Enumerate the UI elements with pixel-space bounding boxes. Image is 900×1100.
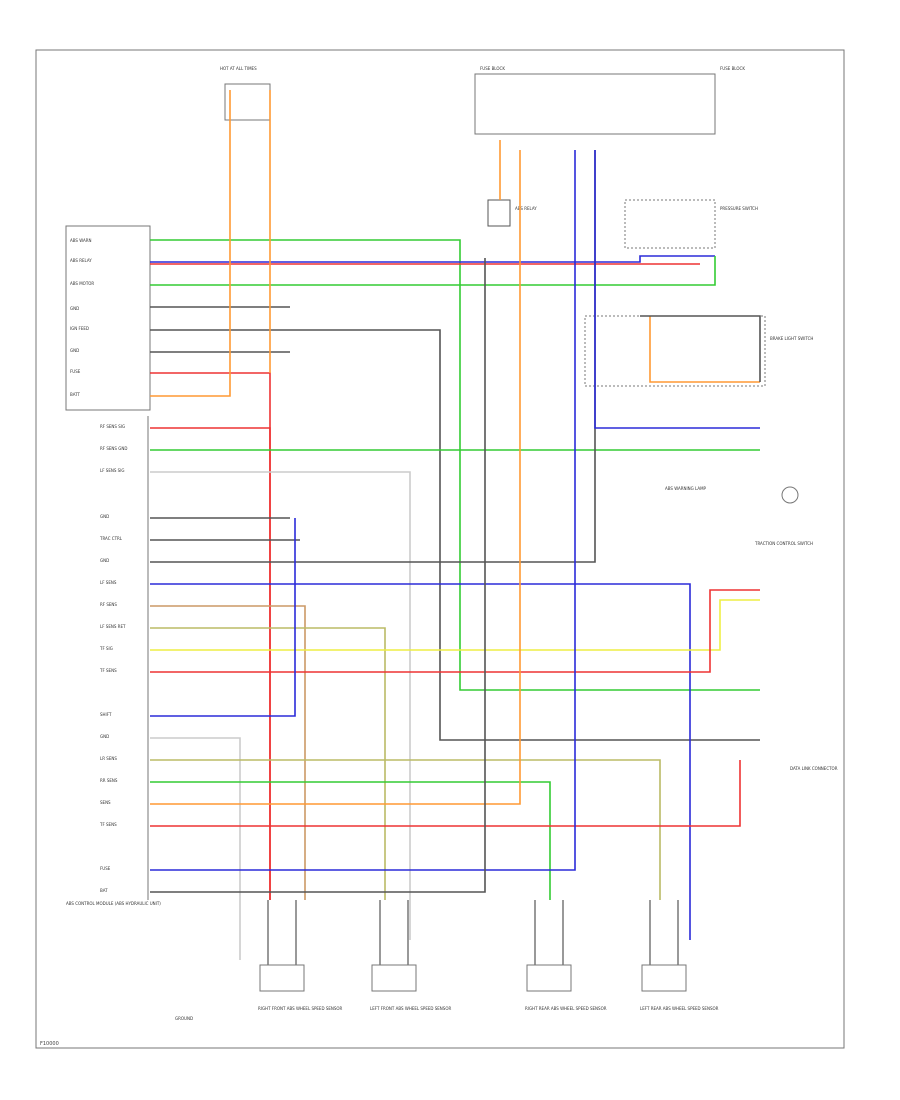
wire-yellow-tf-sig <box>150 599 760 651</box>
wire-orange-sens <box>150 150 521 805</box>
ecm-pin-label: FUSE <box>100 866 111 871</box>
ecm-pin-label: GND <box>100 734 109 739</box>
diagram-border <box>35 49 845 1049</box>
ecm-pin-label: SHIFT <box>100 712 112 717</box>
control-module-title: ABS CONTROL MODULE (ABS HYDRAULIC UNIT) <box>66 901 161 906</box>
fuse-block-top-box <box>474 73 716 135</box>
wire-red-tf-sens2 <box>150 760 741 827</box>
fuse-block-top-label: FUSE BLOCK <box>480 66 505 71</box>
wire-blue-fuse <box>150 150 576 871</box>
wire-red-tf-sens <box>150 589 760 673</box>
sensors-layer: RIGHT FRONT ABS WHEEL SPEED SENSOR LEFT F… <box>258 964 719 1011</box>
dlc-label: DATA LINK CONNECTOR <box>790 766 838 771</box>
ecm-pin-label: GND <box>70 306 79 311</box>
brake-switch-label: BRAKE LIGHT SWITCH <box>770 336 813 341</box>
wheel-speed-sensor-label: LEFT FRONT ABS WHEEL SPEED SENSOR <box>370 1006 451 1011</box>
ecm-pin-label: BATT <box>70 392 81 397</box>
ecm-pin-label: FUSE <box>70 369 81 374</box>
trac-ctrl-switch-label: TRACTION CONTROL SWITCH <box>754 541 813 546</box>
control-module-box <box>65 225 151 411</box>
ecm-pin-label: LR SENS <box>100 756 117 761</box>
wheel-speed-sensor <box>259 964 305 992</box>
wire-dark-ign <box>150 329 760 741</box>
ecm-pin-label: GND <box>100 558 109 563</box>
pressure-switch-label: PRESSURE SWITCH <box>720 206 758 211</box>
ecm-pin-label: GND <box>70 348 79 353</box>
ecm-pin-label: ABS RELAY <box>70 258 92 263</box>
ecm-pin-label: BAT <box>100 888 108 893</box>
wire-green-abs-warn <box>150 239 760 691</box>
wire-olive-lf-ret <box>150 627 386 900</box>
ecm-pin-label: SENS <box>100 800 111 805</box>
wire-dark-brake-sw <box>640 315 761 382</box>
ecm-pin-label: LF SENS <box>100 580 117 585</box>
wire-dark-gnd-4 <box>150 150 596 563</box>
ecm-pin-label: RF SENS <box>100 602 117 607</box>
wire-red-rf-sig <box>150 427 271 900</box>
wire-blue-abs-relay <box>150 255 715 263</box>
ecm-pin-label: RR SENS <box>100 778 118 783</box>
warning-lamp-label: ABS WARNING LAMP <box>665 486 707 491</box>
wheel-speed-sensor-label: LEFT REAR ABS WHEEL SPEED SENSOR <box>640 1006 719 1011</box>
wheel-speed-sensor <box>641 964 687 992</box>
wires-layer <box>150 90 761 965</box>
wire-red-fuse <box>150 372 271 900</box>
wire-orange-brake-sw <box>649 316 760 383</box>
ecm-pin-label: IGN FEED <box>70 326 89 331</box>
warning-lamp <box>781 486 799 504</box>
wire-blue-shift <box>150 518 296 717</box>
ecm-pin-label: TF SIG <box>99 646 113 651</box>
wheel-speed-sensor-label: RIGHT FRONT ABS WHEEL SPEED SENSOR <box>258 1006 343 1011</box>
abs-relay-box <box>487 199 511 227</box>
wire-blue-brake <box>594 150 760 429</box>
ecm-pin-label: GND <box>100 514 109 519</box>
ecm-pin-label: ABS MOTOR <box>70 281 94 286</box>
brake-switch-box <box>584 315 766 387</box>
ecm-pin-label: LF SENS RET <box>100 624 126 629</box>
wire-dark-bat <box>150 258 486 893</box>
abs-relay-label: ABS RELAY <box>515 206 537 211</box>
ecm-pin-label: TF SENS <box>99 822 117 827</box>
wire-olive-lr-sens <box>150 759 661 900</box>
ecm-pin-label: LF SENS SIG <box>100 468 125 473</box>
wire-blue-lf-sens <box>150 583 691 940</box>
wheel-speed-sensor-label: RIGHT REAR ABS WHEEL SPEED SENSOR <box>525 1006 607 1011</box>
relay-box-top-left <box>224 83 271 121</box>
pressure-switch-box <box>624 199 716 249</box>
ground-label: GROUND <box>175 1016 193 1021</box>
ecm-pin-label: TRAC CTRL <box>99 536 123 541</box>
ecm-pin-label: RF SENS SIG <box>100 424 125 429</box>
ecm-pin-label: ABS WARN <box>70 238 91 243</box>
wire-green-abs-motor <box>150 256 716 286</box>
wire-brown-rf-sens <box>150 605 306 900</box>
wheel-speed-sensor <box>371 964 417 992</box>
ecm-pin-label: TF SENS <box>99 668 117 673</box>
hot-at-all-times-label: HOT AT ALL TIMES <box>220 66 257 71</box>
wire-gray-gnd <box>150 737 241 960</box>
ecm-pin-label: RF SENS GND <box>100 446 127 451</box>
wire-green-rr-sens <box>150 781 551 900</box>
figure-id: F10000 <box>40 1041 59 1047</box>
wheel-speed-sensor <box>526 964 572 992</box>
pin-labels-layer: ABS WARN ABS RELAY ABS MOTOR GND IGN FEED GND… <box>70 238 127 893</box>
wire-orange-batt <box>150 90 231 397</box>
fuse-block-right-label: FUSE BLOCK <box>720 66 745 71</box>
wire-gray-lf-sig <box>150 471 411 940</box>
